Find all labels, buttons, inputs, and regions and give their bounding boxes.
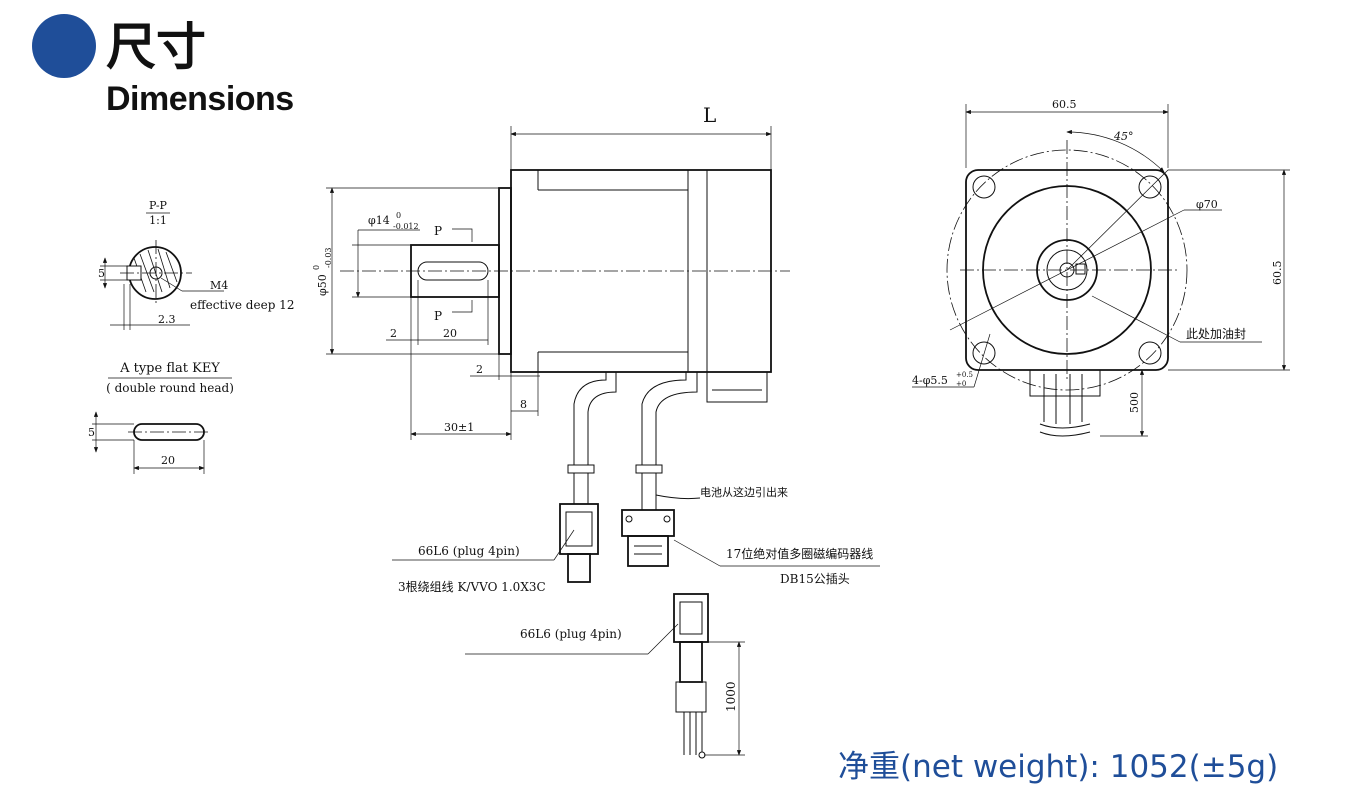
section-view-pp: P-P 1:1 5 2.3 M4 effective deep 12	[98, 199, 294, 330]
net-weight: 净重(net weight): 1052(±5g)	[838, 749, 1279, 785]
lead-length: 500	[1128, 392, 1141, 413]
dim-key-length: 20	[443, 327, 457, 340]
holes-lower: +0	[956, 380, 966, 388]
battery-note: 电池从这边引出来	[700, 485, 788, 499]
dim-shaft-length: 30±1	[444, 421, 474, 434]
header-bullet-dot	[32, 14, 96, 78]
front-width: 60.5	[1052, 98, 1077, 111]
dim-flange: 8	[520, 398, 527, 411]
pilot-dia-lower: -0.03	[324, 247, 333, 268]
dim-key-offset: 2	[390, 327, 397, 340]
key-title: A type flat KEY	[119, 361, 220, 376]
oil-seal-label: 此处加油封	[1186, 327, 1246, 341]
length-label: L	[703, 103, 716, 127]
cable-power-spec: 3根绕组线 K/VVO 1.0X3C	[398, 580, 546, 594]
section-mark-top: P	[434, 224, 442, 238]
encoder-cable-label: 17位绝对值多圈磁编码器线	[726, 546, 873, 561]
section-label: P-P	[149, 199, 168, 212]
key-subtitle: ( double round head)	[106, 381, 234, 395]
front-height: 60.5	[1271, 261, 1284, 286]
plug-label-2: 66L6 (plug 4pin)	[520, 627, 622, 641]
front-view: 60.5 60.5 φ70 45° 此处加油封 4-φ5.5 +0.5 +0	[912, 98, 1290, 437]
holes-prefix: 4-φ5.5	[912, 374, 948, 387]
key-dim-height: 5	[88, 426, 95, 439]
key-view: A type flat KEY ( double round head) 5 2…	[88, 361, 234, 474]
key-dim-length: 20	[161, 454, 175, 467]
pilot-dia-prefix: φ50	[316, 274, 329, 296]
thread-label: M4	[210, 279, 228, 292]
title-chinese: 尺寸	[106, 18, 206, 76]
extension-plug-view: 66L6 (plug 4pin) 1000	[465, 593, 745, 759]
holes-upper: +0.5	[956, 371, 973, 379]
shaft-dia-lower: -0.012	[393, 222, 419, 231]
pilot-dia-upper: 0	[312, 265, 321, 270]
cable-length: 1000	[724, 681, 738, 712]
dim-pilot-depth: 2	[476, 363, 483, 376]
angle-label: 45°	[1113, 130, 1134, 143]
shaft-dia-prefix: φ14	[368, 214, 390, 227]
cable-power-label: 66L6 (plug 4pin)	[418, 544, 520, 558]
side-view: L φ14 0 -0.012 φ50 0 -0.03 P	[312, 103, 880, 594]
bolt-circle: φ70	[1196, 198, 1218, 211]
title-english: Dimensions	[106, 80, 294, 118]
section-scale: 1:1	[149, 214, 167, 227]
section-dim-width: 2.3	[158, 313, 176, 326]
section-dim-height: 5	[98, 267, 105, 280]
shaft-dia-upper: 0	[396, 211, 401, 220]
thread-note: effective deep 12	[190, 298, 294, 312]
encoder-plug-label: DB15公插头	[780, 572, 850, 586]
section-mark-bottom: P	[434, 309, 442, 323]
